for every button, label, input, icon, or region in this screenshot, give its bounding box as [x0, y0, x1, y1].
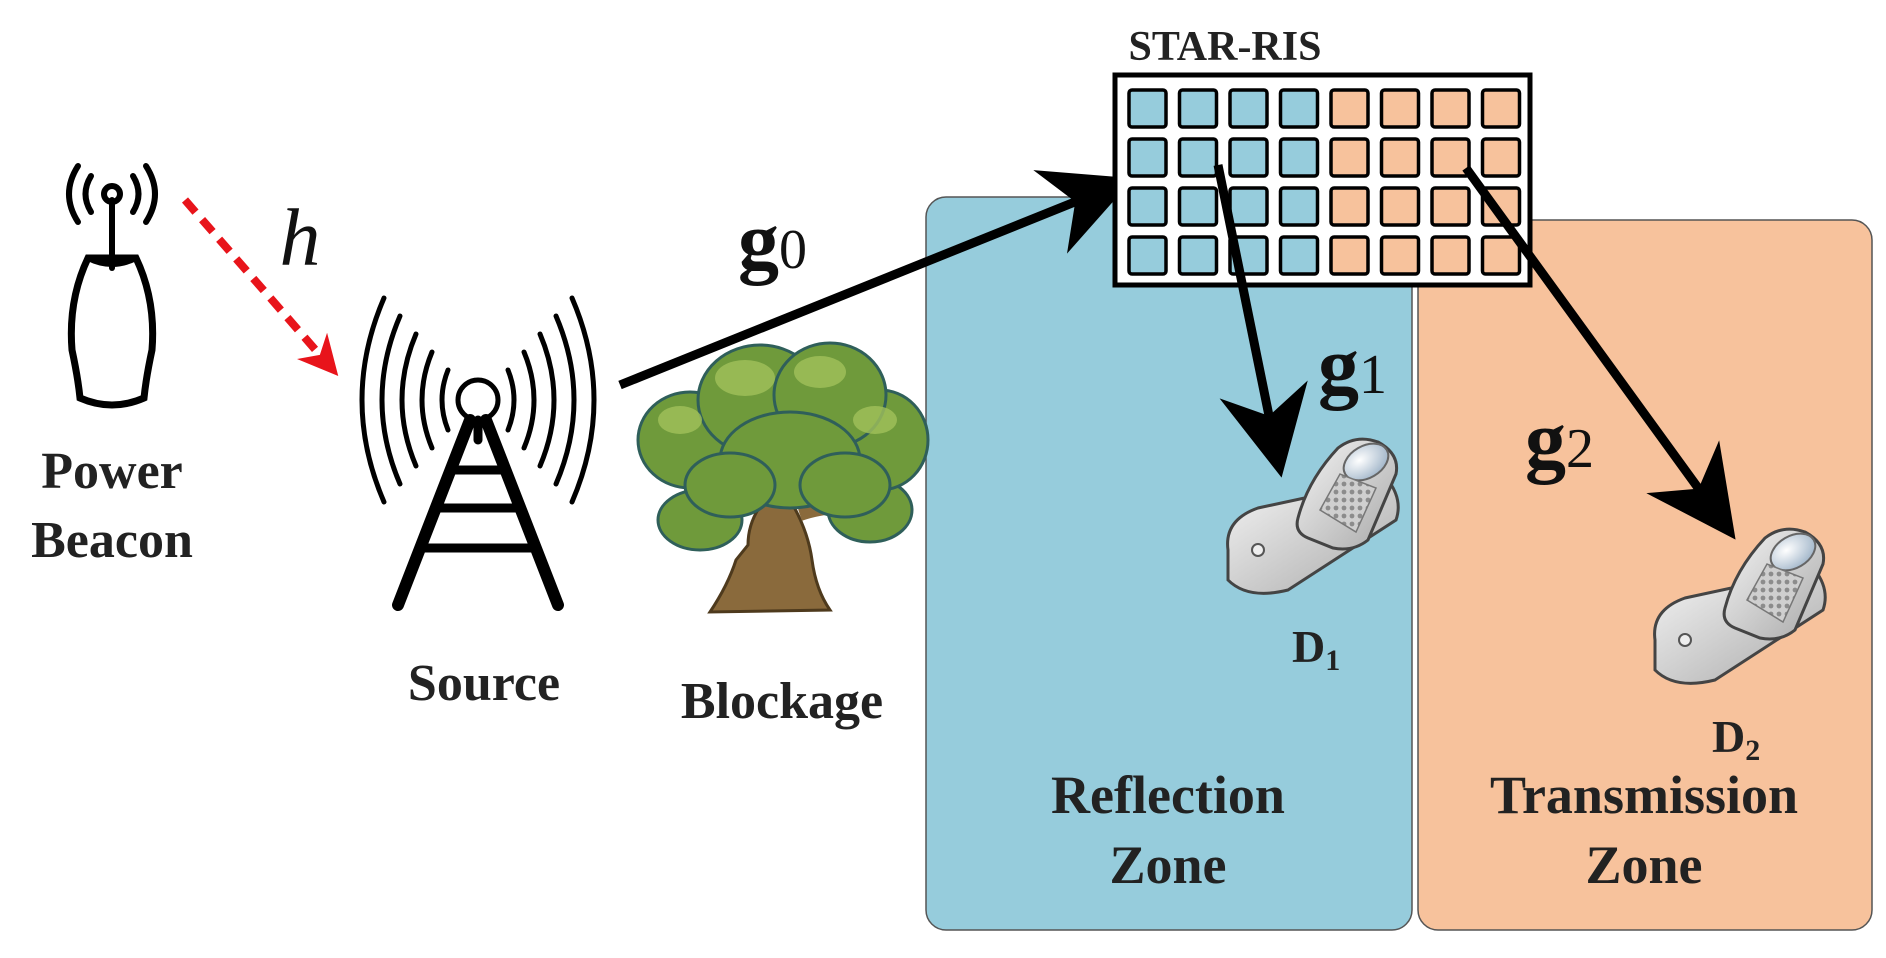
source-label: Source — [408, 655, 560, 712]
blockage-label: Blockage — [681, 673, 883, 730]
ris-reflect-element — [1127, 235, 1168, 276]
power-beacon-label-line1: Power — [41, 443, 182, 500]
star-ris-element-grid — [1127, 88, 1522, 276]
source: Source — [359, 295, 597, 712]
link-g2-label: g2 — [1525, 394, 1594, 485]
source-tower-icon — [359, 295, 597, 611]
link-g2: g2 — [1462, 165, 1736, 540]
power-beacon: Power Beacon — [31, 163, 193, 569]
phone-icon — [1226, 437, 1400, 595]
ris-reflect-element — [1177, 235, 1219, 276]
blockage: Blockage — [636, 341, 930, 730]
ris-reflect-element — [1278, 186, 1320, 227]
ris-reflect-element — [1278, 137, 1320, 178]
ris-transmit-element — [1379, 137, 1421, 178]
link-g1: g1 — [1213, 164, 1387, 478]
ris-transmit-element — [1480, 235, 1522, 276]
tree-icon — [636, 341, 930, 614]
device-d1: D1 — [1226, 437, 1400, 677]
ris-reflect-element — [1228, 137, 1269, 178]
ris-transmit-element — [1329, 137, 1370, 178]
ris-reflect-element — [1228, 186, 1269, 227]
phone-icon — [1653, 527, 1827, 685]
link-g0-label: g0 — [738, 195, 807, 286]
power-beacon-label-line2: Beacon — [31, 512, 193, 569]
transmission-zone-label-line2: Zone — [1585, 835, 1702, 895]
ris-transmit-element — [1430, 88, 1471, 129]
energy-link-h: h — [181, 192, 339, 377]
ris-transmit-element — [1329, 186, 1370, 227]
ris-reflect-element — [1127, 137, 1168, 178]
ris-reflect-element — [1278, 235, 1320, 276]
transmission-zone-label-line1: Transmission — [1490, 765, 1798, 825]
energy-link-arrow — [181, 197, 339, 377]
transmission-zone: Transmission Zone — [1417, 219, 1873, 931]
link-g1-label: g1 — [1318, 320, 1387, 411]
ris-transmit-element — [1329, 235, 1370, 276]
ris-transmit-element — [1480, 137, 1522, 178]
ris-reflect-element — [1127, 88, 1168, 129]
ris-transmit-element — [1430, 235, 1471, 276]
power-beacon-icon — [66, 163, 158, 409]
ris-reflect-element — [1177, 88, 1219, 129]
star-ris: STAR-RIS — [1112, 24, 1533, 288]
ris-reflect-element — [1228, 88, 1269, 129]
ris-reflect-element — [1177, 137, 1219, 178]
device-d2-label: D2 — [1712, 711, 1760, 767]
ris-transmit-element — [1379, 186, 1421, 227]
link-g0-arrow — [618, 170, 1134, 390]
reflection-zone-label-line2: Zone — [1109, 835, 1226, 895]
ris-transmit-element — [1379, 88, 1421, 129]
star-ris-label: STAR-RIS — [1129, 24, 1322, 70]
device-d1-label: D1 — [1292, 621, 1340, 677]
device-d2: D2 — [1653, 527, 1827, 767]
ris-transmit-element — [1379, 235, 1421, 276]
ris-transmit-element — [1329, 88, 1370, 129]
ris-reflect-element — [1127, 186, 1168, 227]
ris-transmit-element — [1430, 186, 1471, 227]
ris-transmit-element — [1430, 137, 1471, 178]
transmission-zone-area — [1417, 219, 1873, 931]
ris-reflect-element — [1278, 88, 1320, 129]
link-g2-arrow — [1462, 165, 1736, 540]
link-g1-arrow — [1213, 164, 1308, 478]
reflection-zone-label-line1: Reflection — [1051, 765, 1285, 825]
reflection-zone: Reflection Zone — [925, 196, 1413, 931]
ris-reflect-element — [1177, 186, 1219, 227]
link-g0: g0 — [618, 170, 1134, 390]
ris-transmit-element — [1480, 88, 1522, 129]
energy-link-label: h — [280, 192, 321, 283]
